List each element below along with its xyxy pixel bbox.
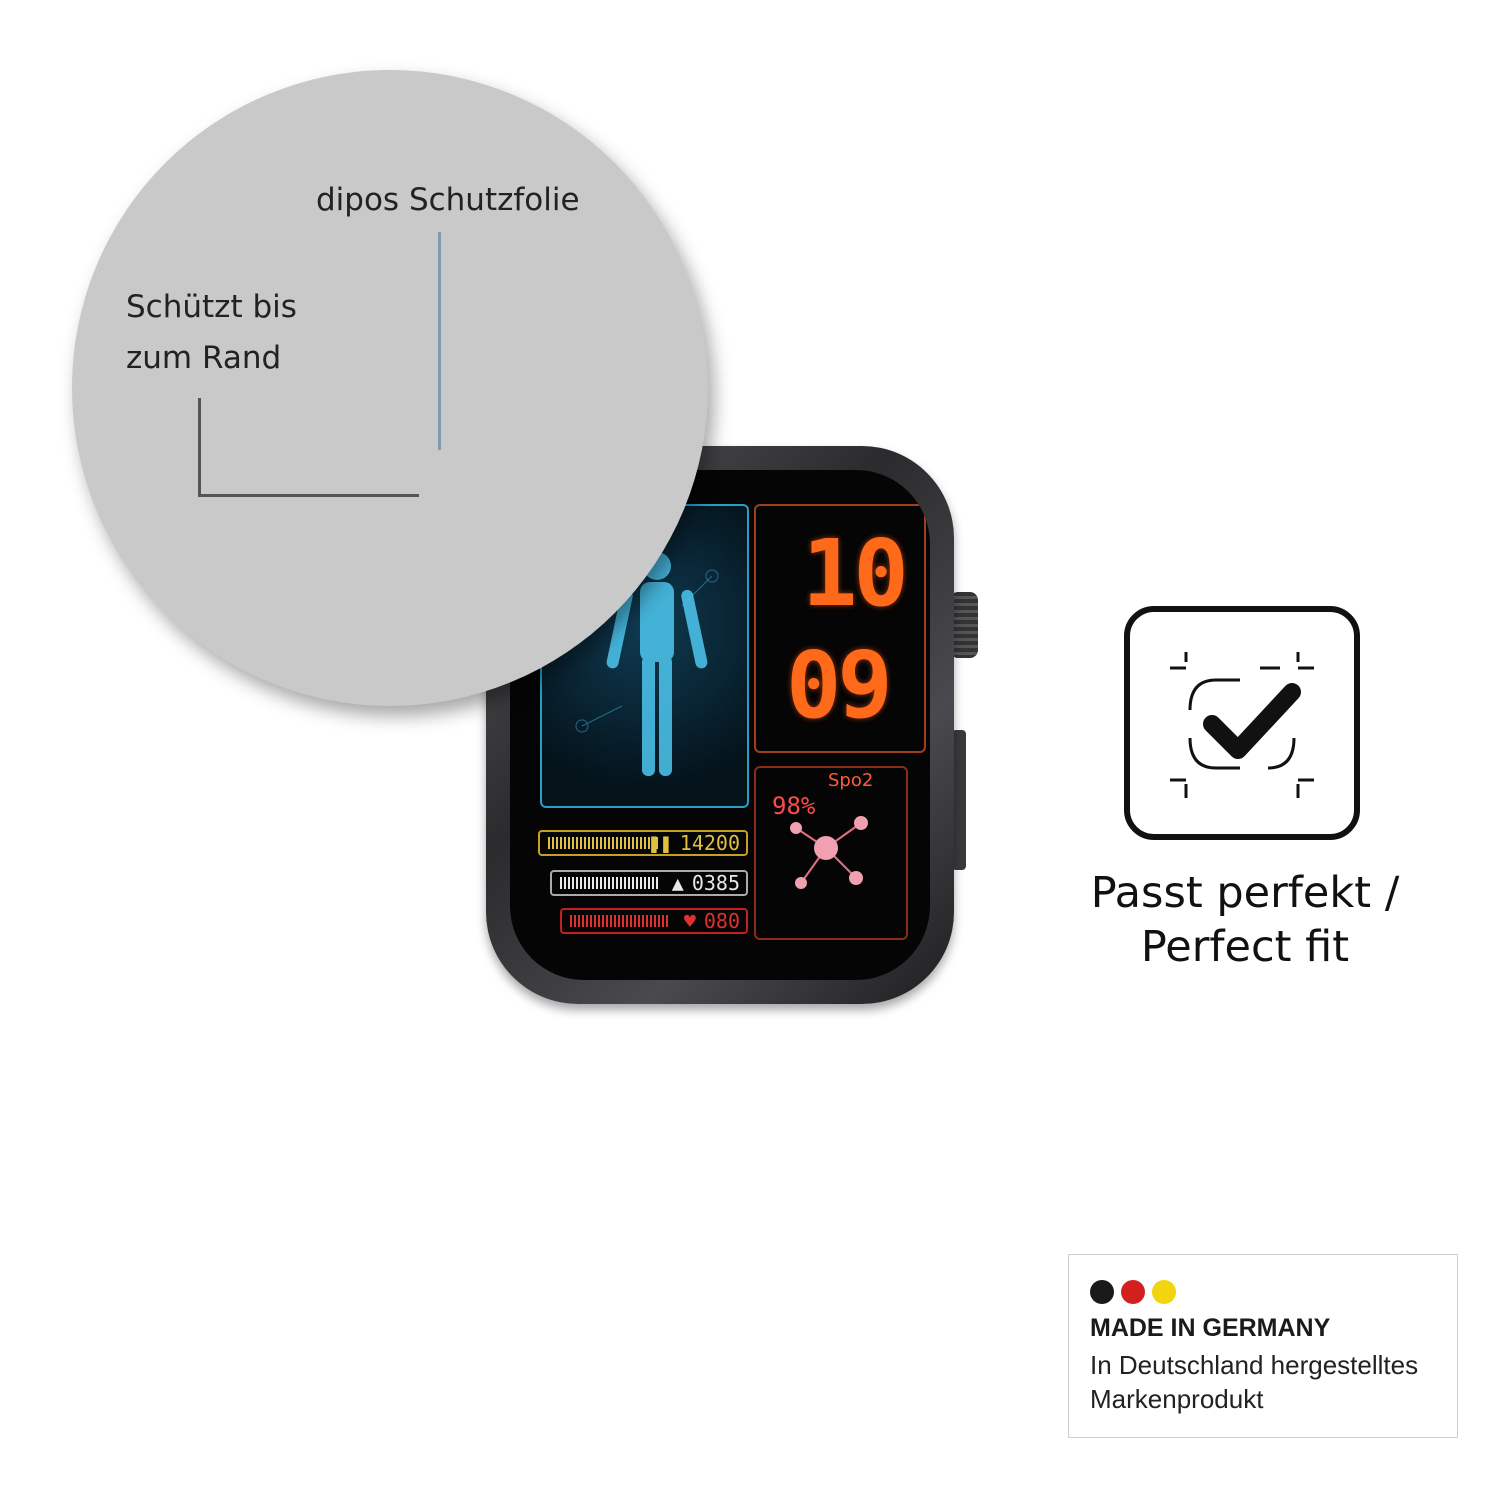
clock-panel — [754, 504, 926, 753]
calories-value: 0385 — [691, 871, 740, 895]
calories-row: ▲ 0385 — [550, 870, 748, 896]
flag-dot-black — [1090, 1280, 1114, 1304]
zoom-circle — [72, 70, 708, 706]
human-body-icon — [565, 539, 719, 776]
made-in-germany-line1: In Deutschland hergestelltes — [1090, 1350, 1419, 1380]
watch-crown — [950, 592, 978, 658]
edge-callout-line-vertical — [198, 398, 201, 497]
edge-protection-label: Schützt bis zum Rand — [126, 282, 297, 384]
made-in-germany-subtitle: In Deutschland hergestelltes Markenprodu… — [1090, 1348, 1450, 1416]
steps-row: ❚❚ 14200 — [538, 830, 748, 856]
steps-bar — [548, 837, 658, 849]
spo2-value: 98% — [772, 792, 816, 820]
made-in-germany-title: MADE IN GERMANY — [1090, 1314, 1331, 1342]
flag-dot-gold — [1152, 1280, 1176, 1304]
hour-display: 10 — [802, 520, 909, 627]
made-in-germany-line2: Markenprodukt — [1090, 1384, 1264, 1414]
edge-callout-line-horizontal — [198, 494, 419, 497]
calories-bar — [560, 877, 660, 889]
product-callout-line — [438, 232, 441, 450]
flame-icon: ▲ — [671, 871, 684, 895]
heart-rate-bar — [570, 915, 670, 927]
spo2-panel — [754, 766, 908, 940]
perfect-fit-label: Passt perfekt / Perfect fit — [1060, 866, 1430, 974]
perfect-fit-line2: Perfect fit — [1140, 922, 1350, 972]
watch-side-button — [952, 730, 966, 870]
spo2-label: Spo2 — [828, 770, 874, 791]
steps-value: 14200 — [679, 831, 740, 855]
heart-icon: ♥ — [683, 909, 696, 933]
checkmark-frame-icon — [1124, 606, 1360, 840]
perfect-fit-line1: Passt perfekt / — [1090, 868, 1400, 918]
edge-label-line1: Schützt bis — [126, 289, 297, 325]
minute-display: 09 — [786, 632, 893, 739]
molecule-icon — [790, 816, 868, 889]
checkmark-icon — [1170, 652, 1314, 798]
heart-rate-value: 080 — [703, 909, 740, 933]
product-label: dipos Schutzfolie — [316, 182, 580, 218]
edge-label-line2: zum Rand — [126, 340, 282, 376]
flag-dot-red — [1121, 1280, 1145, 1304]
heart-rate-row: ♥ 080 — [560, 908, 748, 934]
